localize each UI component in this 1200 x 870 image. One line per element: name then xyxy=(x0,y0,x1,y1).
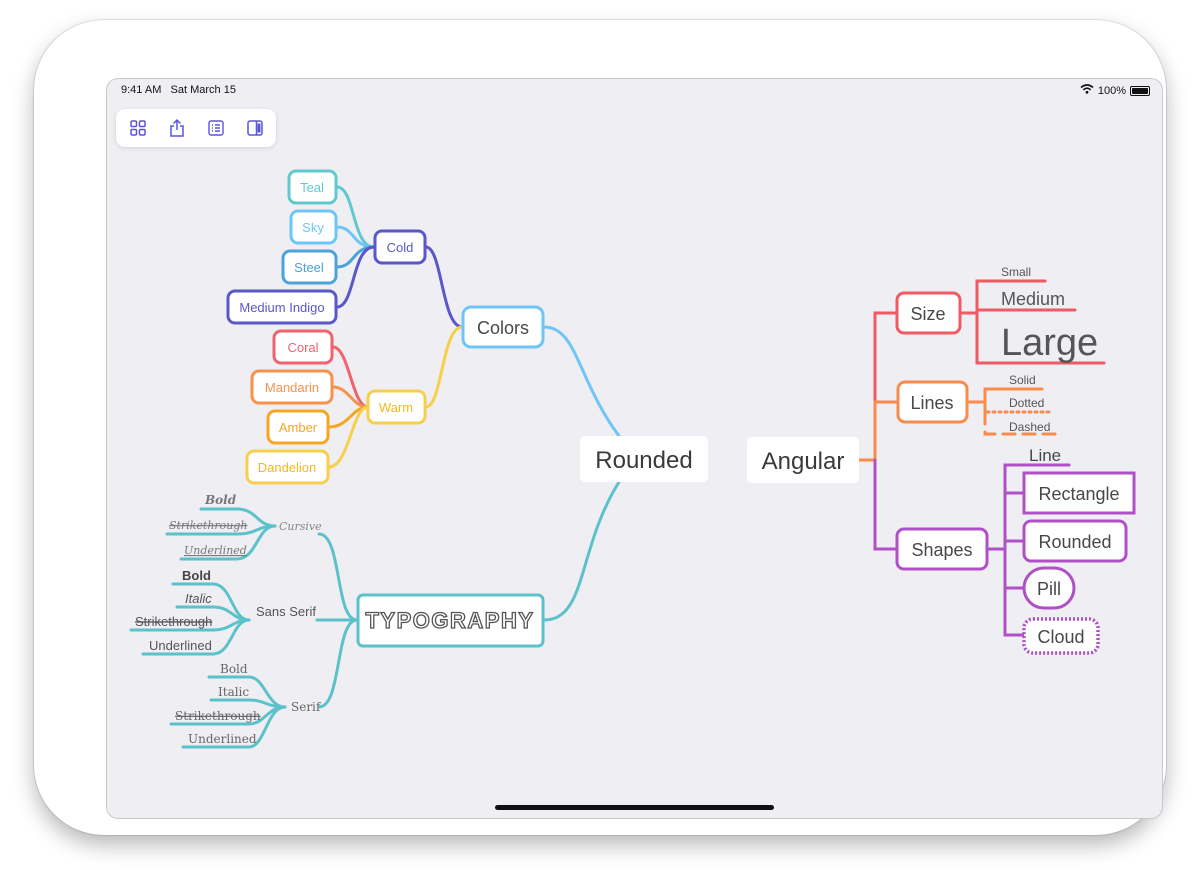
shape-pill[interactable]: Pill xyxy=(1022,566,1076,610)
node-medium-indigo-label: Medium Indigo xyxy=(239,300,324,315)
node-steel[interactable]: Steel xyxy=(281,249,338,285)
size-large[interactable]: Large xyxy=(1001,322,1098,364)
serif-italic[interactable]: Italic xyxy=(218,685,249,699)
node-medium-indigo[interactable]: Medium Indigo xyxy=(226,289,338,325)
battery-icon xyxy=(1130,85,1150,96)
node-teal[interactable]: Teal xyxy=(287,169,338,205)
node-coral[interactable]: Coral xyxy=(272,329,334,365)
shape-cloud[interactable]: Cloud xyxy=(1022,617,1100,655)
status-time: 9:41 AM xyxy=(121,84,162,96)
node-size-label: Size xyxy=(910,304,945,324)
node-steel-label: Steel xyxy=(294,260,324,275)
node-teal-label: Teal xyxy=(300,180,324,195)
node-mandarin-label: Mandarin xyxy=(265,380,319,395)
node-mandarin[interactable]: Mandarin xyxy=(250,369,334,405)
shape-pill-label: Pill xyxy=(1037,579,1061,599)
app-screen: Rounded Angular Colors Cold Teal Sky xyxy=(106,78,1163,819)
node-cold-label: Cold xyxy=(387,240,414,255)
shape-rounded[interactable]: Rounded xyxy=(1022,519,1128,563)
sidebar-icon[interactable] xyxy=(237,113,273,143)
node-colors[interactable]: Colors xyxy=(461,305,545,349)
sans-italic[interactable]: Italic xyxy=(185,591,212,606)
grid-icon[interactable] xyxy=(120,113,156,143)
size-medium[interactable]: Medium xyxy=(1001,289,1065,309)
tablet-frame: Rounded Angular Colors Cold Teal Sky xyxy=(34,20,1166,835)
serif-underlined[interactable]: Underlined xyxy=(188,732,257,746)
node-sky-label: Sky xyxy=(302,220,324,235)
serif-strikethrough[interactable]: Strikethrough xyxy=(175,709,261,723)
cursive-strikethrough[interactable]: Strikethrough xyxy=(169,519,248,532)
sans-bold[interactable]: Bold xyxy=(182,568,211,583)
shape-rounded-label: Rounded xyxy=(1038,532,1111,552)
shape-rectangle[interactable]: Rectangle xyxy=(1022,471,1136,515)
serif-bold[interactable]: Bold xyxy=(220,662,248,676)
cursive-underlined[interactable]: Underlined xyxy=(184,544,247,557)
node-sky[interactable]: Sky xyxy=(289,209,338,245)
shape-rectangle-label: Rectangle xyxy=(1038,484,1119,504)
node-lines[interactable]: Lines xyxy=(896,380,969,424)
mind-map-canvas[interactable]: Rounded Angular Colors Cold Teal Sky xyxy=(107,79,1162,818)
root-rounded-label: Rounded xyxy=(595,447,692,474)
node-typography[interactable]: TYPOGRAPHY xyxy=(356,593,545,648)
cursive-bold[interactable]: Bold xyxy=(204,493,237,507)
node-shapes[interactable]: Shapes xyxy=(895,527,989,571)
root-rounded[interactable]: Rounded xyxy=(580,436,708,482)
sans-strikethrough[interactable]: Strikethrough xyxy=(135,614,212,629)
node-cold[interactable]: Cold xyxy=(373,229,427,265)
node-dandelion-label: Dandelion xyxy=(258,460,317,475)
lines-dotted[interactable]: Dotted xyxy=(1009,396,1044,410)
node-warm[interactable]: Warm xyxy=(366,389,427,425)
outline-icon[interactable] xyxy=(198,113,234,143)
size-small[interactable]: Small xyxy=(1001,265,1031,279)
node-amber-label: Amber xyxy=(279,420,318,435)
status-date: Sat March 15 xyxy=(170,84,236,96)
root-angular-label: Angular xyxy=(762,448,845,475)
sans-underlined[interactable]: Underlined xyxy=(149,638,212,653)
node-lines-label: Lines xyxy=(910,393,953,413)
node-dandelion[interactable]: Dandelion xyxy=(245,449,330,485)
home-indicator[interactable] xyxy=(495,805,774,810)
battery-percent: 100% xyxy=(1097,84,1126,97)
node-size[interactable]: Size xyxy=(895,291,962,335)
shape-cloud-label: Cloud xyxy=(1037,627,1084,647)
status-time-date: 9:41 AM Sat March 15 xyxy=(121,84,236,96)
node-typography-label: TYPOGRAPHY xyxy=(365,608,534,633)
node-coral-label: Coral xyxy=(287,340,318,355)
toolbar xyxy=(116,109,276,147)
lines-solid[interactable]: Solid xyxy=(1009,373,1036,387)
wifi-icon xyxy=(1080,84,1094,97)
node-warm-label: Warm xyxy=(379,400,413,415)
share-icon[interactable] xyxy=(159,113,195,143)
group-sans-serif-label[interactable]: Sans Serif xyxy=(256,604,316,619)
group-cursive-label[interactable]: Cursive xyxy=(279,520,322,533)
root-angular[interactable]: Angular xyxy=(747,437,859,483)
node-amber[interactable]: Amber xyxy=(266,409,330,445)
group-serif-label[interactable]: Serif xyxy=(291,700,322,714)
node-shapes-label: Shapes xyxy=(911,540,972,560)
shape-line[interactable]: Line xyxy=(1029,446,1061,465)
status-indicators: 100% xyxy=(1080,84,1150,97)
lines-dashed[interactable]: Dashed xyxy=(1009,420,1050,434)
node-colors-label: Colors xyxy=(477,318,529,338)
